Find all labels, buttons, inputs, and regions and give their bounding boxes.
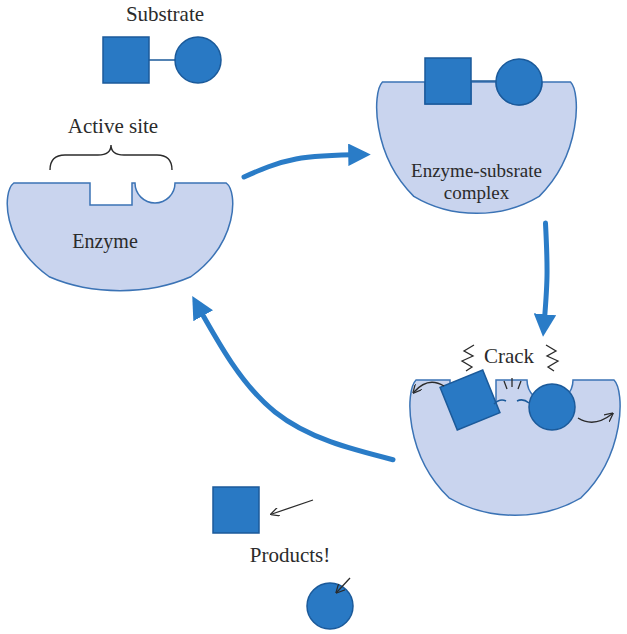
node-text: Enzyme xyxy=(72,229,138,253)
product-molecules xyxy=(213,487,353,629)
cycle-arrow xyxy=(544,223,547,330)
cycle-arrow xyxy=(244,155,364,177)
substrate-group: Substrate xyxy=(100,2,230,88)
bound-substrate xyxy=(425,58,542,105)
splitting-substrate xyxy=(414,370,612,430)
cracking-enzyme-shape: Crack xyxy=(405,338,625,517)
enzyme-body xyxy=(410,380,620,515)
node-text: Crack xyxy=(484,344,534,369)
active-site-label: Active site xyxy=(68,114,158,139)
enzyme-body xyxy=(377,82,577,213)
crack-burst xyxy=(546,345,558,371)
cycle-arrow xyxy=(196,302,393,460)
products-label: Products! xyxy=(250,543,331,568)
substrate-molecule xyxy=(103,37,221,83)
crack-burst xyxy=(462,345,474,371)
enzyme-body xyxy=(7,183,233,291)
node-text: Substrate xyxy=(126,2,204,27)
complex-shape: Enzyme-subsrate complex xyxy=(372,56,581,215)
enzyme-shape: Enzyme xyxy=(2,183,238,292)
active-site-brace xyxy=(50,145,172,170)
node-text: Enzyme-subsrate complex xyxy=(394,160,559,204)
